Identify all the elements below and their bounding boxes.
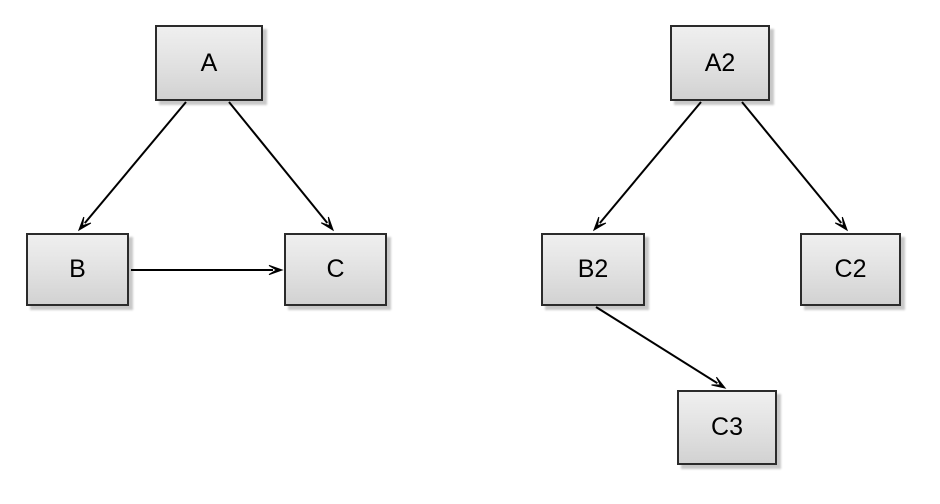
edge-b-to-c bbox=[131, 264, 284, 276]
arrowhead-icon bbox=[711, 376, 727, 389]
edge-line bbox=[741, 101, 843, 224]
edge-a2-to-b2 bbox=[592, 101, 702, 232]
node-b2[interactable]: B2 bbox=[541, 233, 645, 306]
node-label: C2 bbox=[834, 255, 867, 283]
node-c2[interactable]: C2 bbox=[800, 233, 901, 306]
edge-line bbox=[228, 101, 329, 224]
edge-line bbox=[84, 101, 187, 224]
node-label: B bbox=[69, 255, 86, 283]
node-b[interactable]: B bbox=[26, 233, 129, 306]
arrowhead-icon bbox=[320, 216, 335, 232]
edge-line bbox=[595, 306, 718, 385]
node-label: B2 bbox=[577, 255, 609, 283]
node-label: C bbox=[326, 255, 345, 283]
node-c3[interactable]: C3 bbox=[677, 390, 777, 465]
edge-b2-to-c3 bbox=[595, 306, 727, 389]
edge-a-to-c bbox=[228, 101, 335, 232]
node-a2[interactable]: A2 bbox=[670, 25, 770, 101]
node-label: A bbox=[200, 48, 218, 77]
arrowhead-icon bbox=[834, 216, 849, 232]
edge-line bbox=[599, 101, 702, 224]
node-a[interactable]: A bbox=[155, 25, 263, 101]
node-c[interactable]: C bbox=[284, 233, 387, 306]
node-label: C3 bbox=[711, 413, 743, 441]
arrowhead-icon bbox=[77, 216, 92, 232]
edge-a2-to-c2 bbox=[741, 101, 849, 232]
arrowhead-icon bbox=[268, 264, 284, 276]
edge-a-to-b bbox=[77, 101, 187, 232]
node-label: A2 bbox=[704, 48, 736, 77]
arrowhead-icon bbox=[592, 216, 607, 232]
